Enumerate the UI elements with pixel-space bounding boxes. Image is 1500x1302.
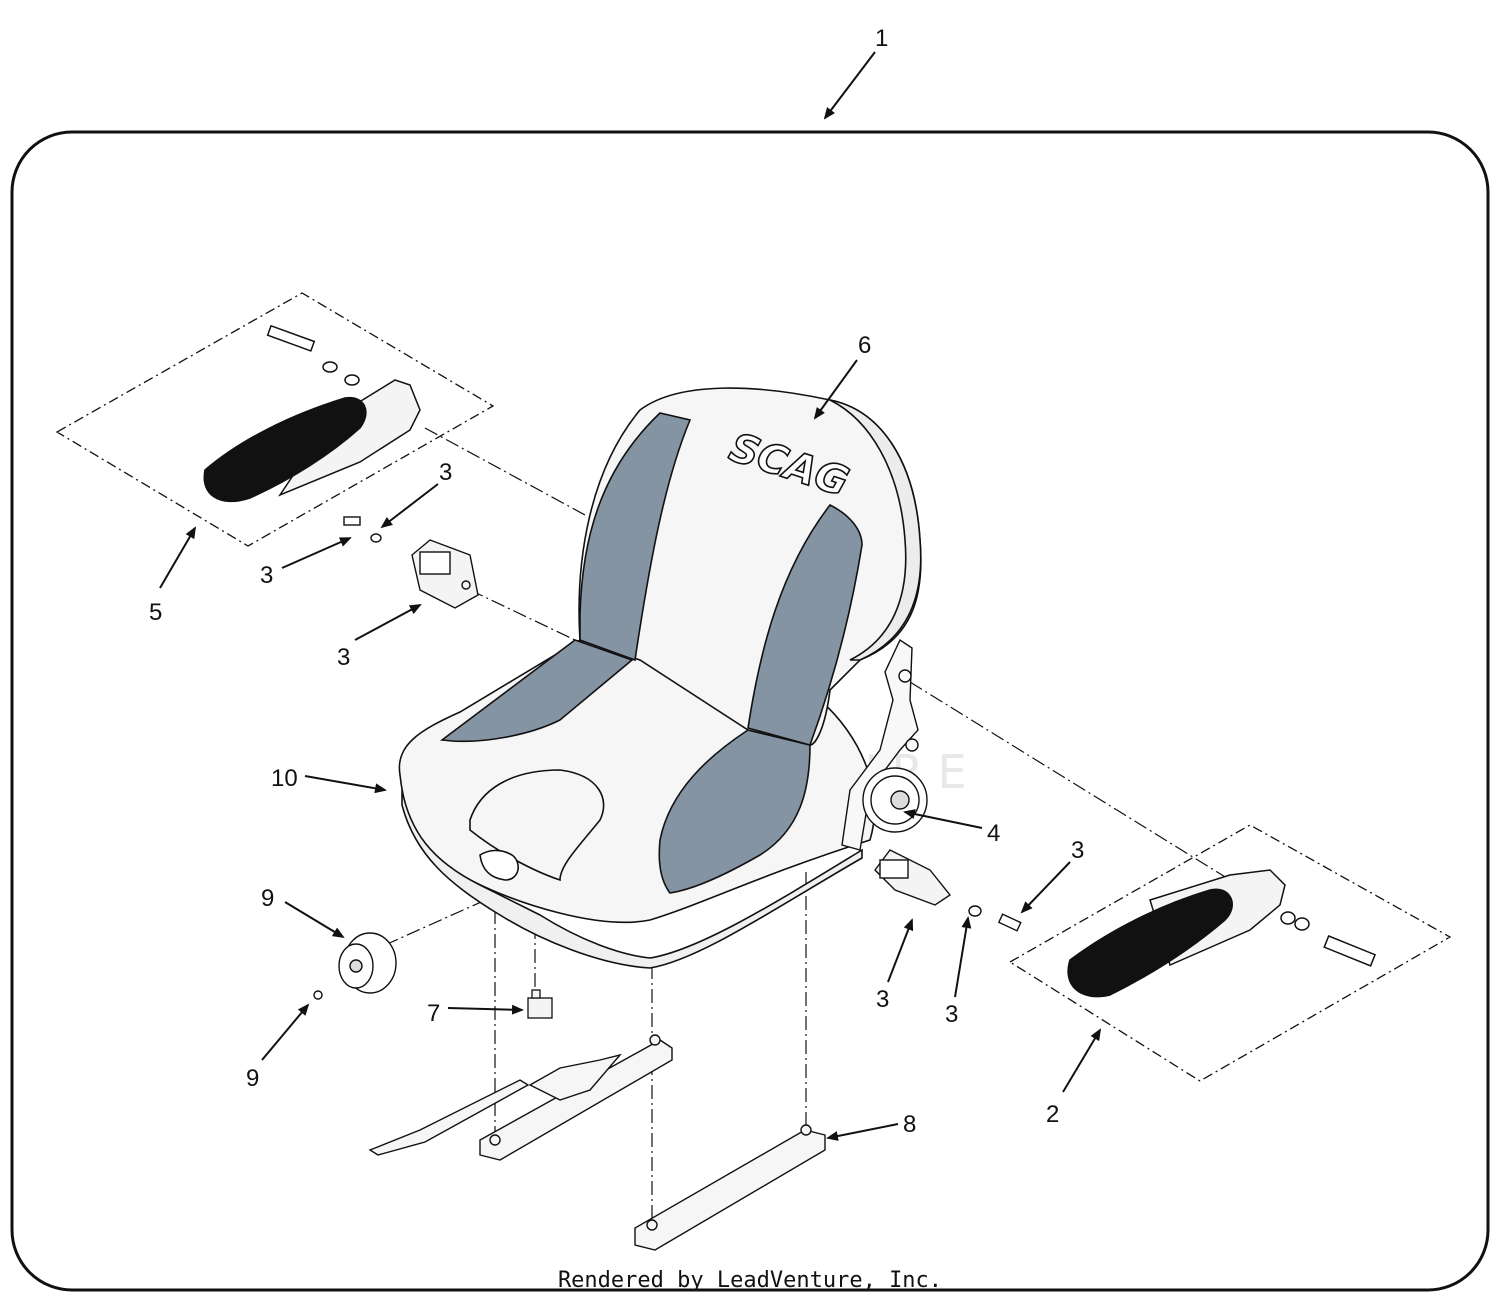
callout-1: 1: [875, 25, 888, 52]
seat-belt-buckle-left: [343, 516, 479, 609]
seat-back-panel-right: [747, 503, 863, 746]
recline-knob: [862, 767, 928, 833]
callout-2: 2: [1046, 1101, 1059, 1128]
seat-cushion-panel-left: [439, 639, 634, 743]
armrest-right: [1067, 869, 1377, 998]
callout-5: 5: [149, 599, 162, 626]
seat-slide-rail-left: [368, 1034, 673, 1161]
seat-back: SCAG: [578, 387, 922, 746]
callout-6: 6: [858, 332, 871, 359]
armrest-group-left-box: [55, 292, 495, 547]
seat-switch: [527, 989, 553, 1019]
callout-7: 7: [427, 1000, 440, 1027]
callout-9a: 9: [261, 885, 274, 912]
armrest-right-pad: [1067, 888, 1233, 998]
callout-3d: 3: [1071, 837, 1084, 864]
callout-3f: 3: [945, 1001, 958, 1028]
seat-back-panel-left: [579, 412, 692, 662]
callout-8: 8: [903, 1111, 916, 1138]
callout-3c: 3: [337, 644, 350, 671]
assembly-frame: [10, 130, 1490, 1292]
callout-10: 10: [271, 765, 298, 792]
armrest-left-pad: [203, 397, 367, 503]
armrest-left: [203, 324, 421, 503]
callout-3e: 3: [876, 986, 889, 1013]
callout-3b: 3: [260, 562, 273, 589]
adjustment-knob: [313, 932, 397, 1000]
callout-3a: 3: [439, 459, 452, 486]
seat-belt-buckle-right: [874, 849, 1022, 932]
leader-arrows: [159, 51, 1102, 1141]
callout-4: 4: [987, 820, 1000, 847]
callout-9b: 9: [246, 1065, 259, 1092]
seat-slide-rail-right: [634, 1124, 826, 1251]
armrest-group-right-box: [1008, 824, 1452, 1082]
seat-cushion-panel-right: [658, 729, 811, 894]
rendered-by-footer: Rendered by LeadVenture, Inc.: [557, 1268, 943, 1293]
